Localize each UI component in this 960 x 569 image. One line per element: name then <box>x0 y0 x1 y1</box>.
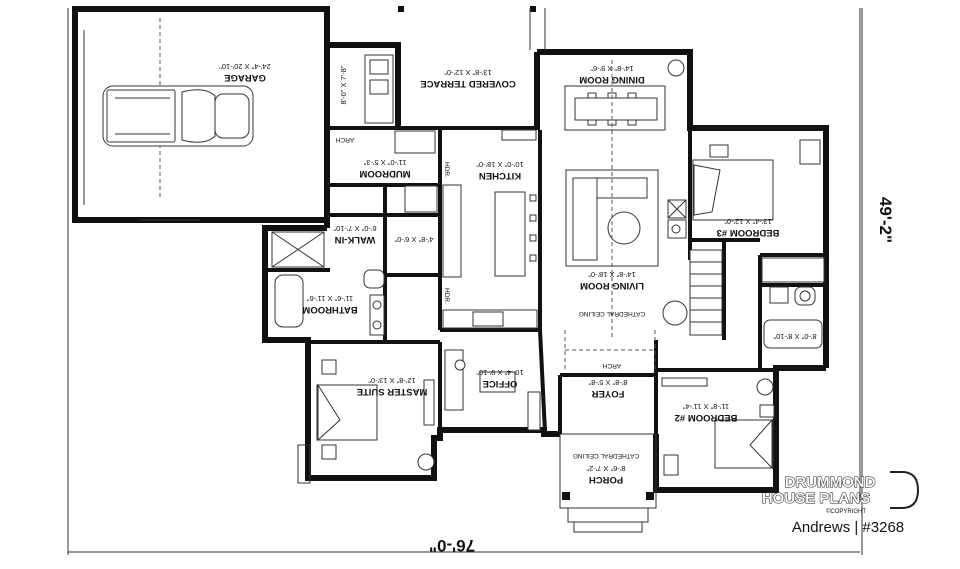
brand-logo: DRUMMOND HOUSE PLANS ©COPYRIGHT Andrews … <box>761 471 920 536</box>
foyer-label: FOYER <box>592 388 625 399</box>
living-dims: 14'-8" X 18'-0" <box>588 270 636 279</box>
plan-caption: Andrews | #3268 <box>792 519 904 536</box>
kitchen-fixtures <box>404 129 538 329</box>
hdr-note-kitchen-bottom: HDR. <box>443 288 450 304</box>
brand-line1: DRUMMOND <box>785 474 876 491</box>
interior-walls <box>265 126 826 434</box>
brand-copyright: ©COPYRIGHT <box>826 508 866 515</box>
master-dims: 12'-8" X 13'-0" <box>368 376 416 385</box>
width-dimension: 76'-0" <box>429 536 475 555</box>
porch-area <box>297 330 657 533</box>
bedroom3-bed <box>667 139 821 239</box>
kitchen-label: KITCHEN <box>479 170 521 181</box>
mudroom-dims: 11'-0" X 5'-3" <box>363 158 406 167</box>
porch-dims: 8'-6" X 7'-2" <box>586 464 625 473</box>
porch-label: PORCH <box>589 474 623 485</box>
garage-label: GARAGE <box>224 72 266 83</box>
mudroom-label: MUDROOM <box>359 168 410 179</box>
office-furniture <box>444 349 541 431</box>
kitchen-dims: 10'-0" X 18'-0" <box>476 160 524 169</box>
office-dims: 10'-4" X 9'-10" <box>476 368 524 377</box>
bedroom2-bed <box>661 377 775 476</box>
dining-dims: 14'-8" X 9'-6" <box>590 64 634 73</box>
bathroom-fixtures <box>271 231 385 336</box>
bedroom3-label: BEDROOM #3 <box>717 227 780 238</box>
bedroom2-dims: 11'-8" X 11'-4" <box>683 402 730 411</box>
living-furniture <box>565 60 688 340</box>
depth-dimension: 49'-2" <box>876 197 895 243</box>
dimension-lines <box>67 8 863 555</box>
dining-table <box>564 59 685 131</box>
garage-area <box>72 6 330 223</box>
hdr-note-kitchen-top: HDR. <box>443 162 450 178</box>
bath2-fixtures <box>761 257 825 349</box>
mudroom-fixtures <box>364 54 436 154</box>
staircase <box>689 249 723 336</box>
pantry-dims: 8'-0" X 7'-8" <box>339 65 348 104</box>
drummond-d-icon <box>890 471 920 509</box>
arch-note-mudroom: ARCH <box>335 136 354 143</box>
living-label: LIVING ROOM <box>580 280 644 291</box>
master-label: MASTER SUITE <box>357 386 428 397</box>
foyer-dims: 8'-8" X 5'-8" <box>588 378 627 387</box>
plan-notes: ARCH ARCH HDR. HDR. CATHEDRAL CEILING CA… <box>335 136 645 459</box>
bedroom2-label: BEDROOM #2 <box>675 412 738 423</box>
bathroom-dims: 11'-6" X 11'-6" <box>307 294 354 303</box>
arch-note-foyer: ARCH <box>602 362 621 369</box>
terrace-dims: 13'-8" X 12'-0" <box>444 68 492 77</box>
walkin-dims: 6'-0" X 7'-10" <box>333 224 377 233</box>
room-labels: GARAGE 24'-4" X 20'-10" COVERED TERRACE … <box>219 62 817 485</box>
terrace-label: COVERED TERRACE <box>420 78 516 89</box>
dining-label: DINING ROOM <box>579 74 645 85</box>
car-icon <box>102 85 254 147</box>
bath2-dims: 8'-0" X 8'-10" <box>773 332 817 341</box>
brand-line2: HOUSE PLANS <box>762 490 870 507</box>
cathedral-ceiling-note: CATHEDRAL CEILING <box>579 310 645 317</box>
master-bed <box>316 359 435 471</box>
office-label: OFFICE <box>483 378 518 389</box>
cathedral-porch-note: CATHEDRAL CEILING <box>573 452 639 459</box>
garage-dims: 24'-4" X 20'-10" <box>219 62 271 71</box>
bedroom3-dims: 13'-4" X 12'-0" <box>724 217 772 226</box>
terrace-posts <box>398 6 546 50</box>
walkin-label: WALK-IN <box>335 234 376 245</box>
closet-dims: 4'-8" X 6'-0" <box>394 235 433 244</box>
bathroom-label: BATHROOM <box>302 304 357 315</box>
overall-dimensions: 76'-0" 49'-2" <box>429 197 895 555</box>
